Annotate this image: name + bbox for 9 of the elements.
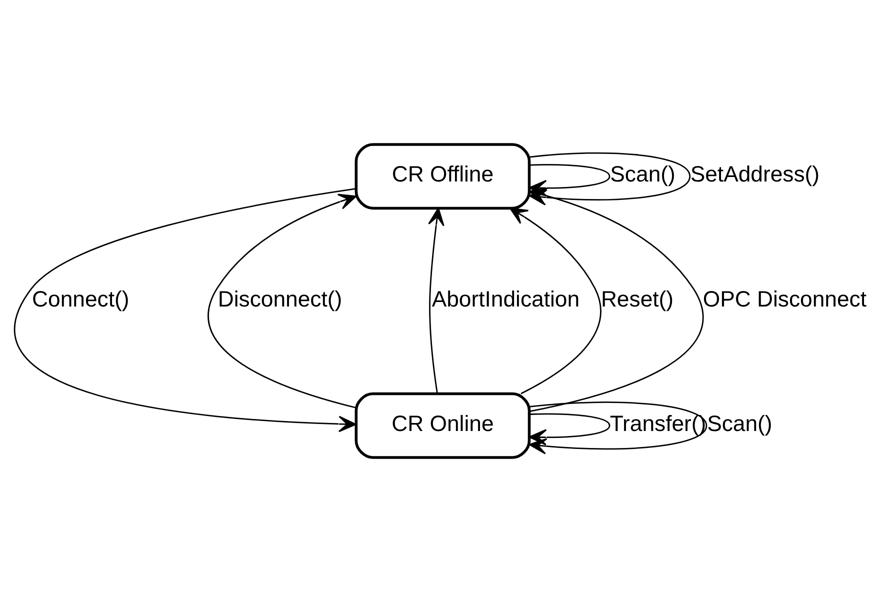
edge-label: Connect() [32,286,130,311]
edge-label: AbortIndication [432,286,580,311]
edge-label: Scan() [707,410,772,436]
edge-label: Disconnect() [218,286,342,311]
edge-label: OPC Disconnect [702,286,867,311]
edge-label: Reset() [600,286,674,311]
edge-label: Transfer() [610,410,706,436]
edge-label: Scan() [610,161,676,186]
edge-label: SetAddress() [690,161,820,186]
